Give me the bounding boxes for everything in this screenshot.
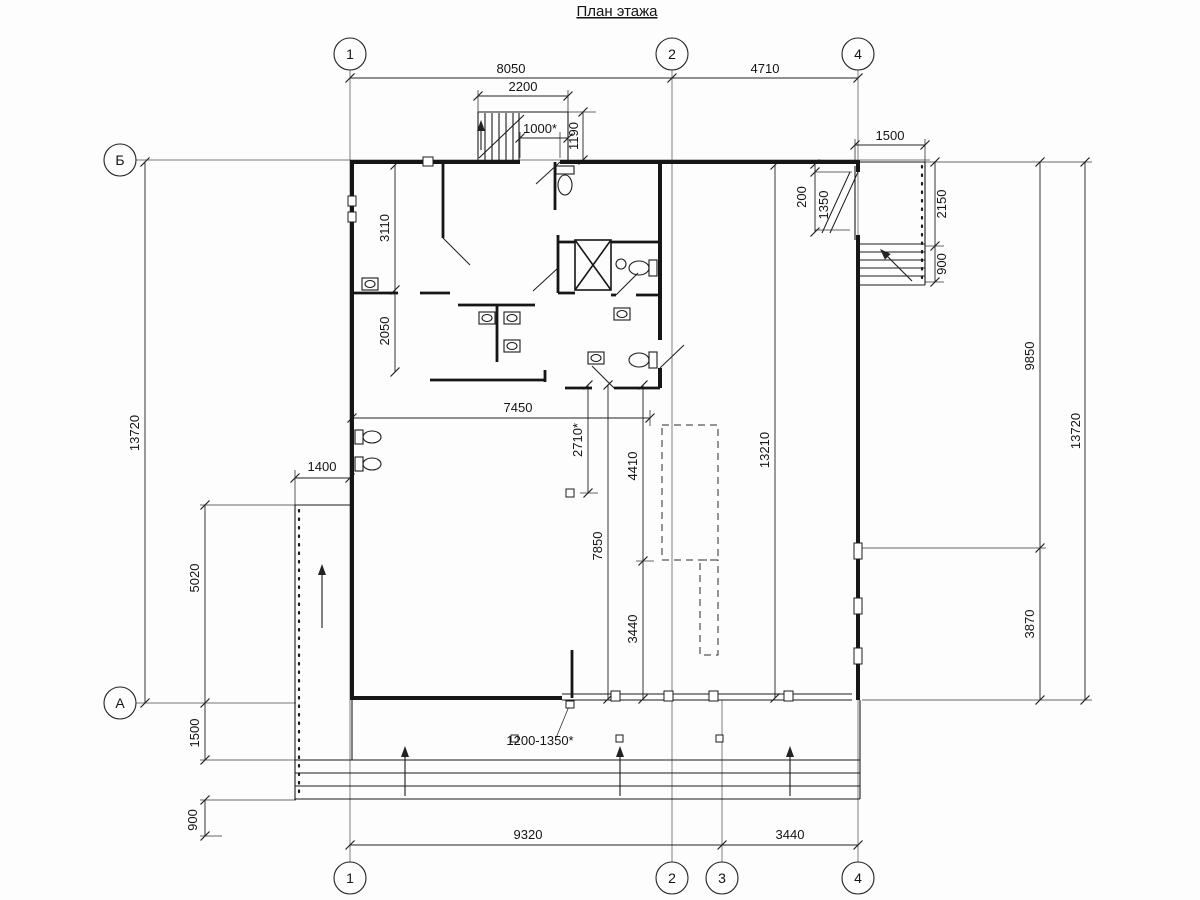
dim-13210: 13210: [757, 432, 772, 468]
dim-1500-left: 1500: [187, 719, 202, 748]
windows: [347, 156, 863, 665]
window-icon: [347, 195, 357, 207]
dim-2710: 2710*: [570, 423, 585, 457]
shaft-icon: [574, 239, 612, 291]
sink-icon: [503, 339, 521, 353]
dim-1350: 1350: [816, 191, 831, 220]
axis-marker-4-top: 4: [854, 46, 862, 62]
stair-top: [477, 111, 569, 162]
dim-900-left: 900: [185, 809, 200, 831]
drawing-title: План этажа: [576, 3, 658, 20]
dim-13720-right: 13720: [1068, 413, 1083, 449]
axis-marker-2-bottom: 2: [668, 870, 676, 886]
dim-1200-1350: 1200-1350*: [506, 733, 573, 748]
dimension-lines: [144, 77, 1086, 846]
dim-7850: 7850: [590, 532, 605, 561]
dim-4710: 4710: [751, 61, 780, 76]
porch-posts: [510, 488, 724, 743]
extension-lines: [200, 90, 1092, 837]
up-arrow-left-porch: [318, 564, 326, 575]
sink-icon: [587, 351, 605, 365]
dim-1000: 1000*: [523, 121, 557, 136]
dim-3440-mid: 3440: [625, 615, 640, 644]
dim-2200: 2200: [509, 79, 538, 94]
porch-left: [294, 504, 352, 800]
dim-1400: 1400: [308, 459, 337, 474]
axis-marker-a-left: А: [115, 695, 125, 711]
dim-2050: 2050: [377, 317, 392, 346]
axis-marker-4-bottom: 4: [854, 870, 862, 886]
sink-icon: [613, 307, 631, 321]
axis-marker-1-bottom: 1: [346, 870, 354, 886]
axis-marker-b-left: Б: [115, 152, 124, 168]
sink-icon: [503, 311, 521, 325]
dim-8050: 8050: [497, 61, 526, 76]
up-arrow-step-1: [401, 746, 409, 757]
entry-stairs: [854, 161, 926, 286]
toilet-icon: [555, 165, 575, 196]
fixtures: [354, 165, 658, 472]
window-icon: [422, 156, 434, 167]
axis-marker-2-top: 2: [668, 46, 676, 62]
up-arrow-step-3: [786, 746, 794, 757]
glazing-bottom: [562, 690, 852, 702]
basin-icon: [615, 258, 627, 270]
axis-marker-3-bottom: 3: [718, 870, 726, 886]
dim-3440-bottom: 3440: [776, 827, 805, 842]
window-icon: [853, 542, 863, 560]
dim-1500-top: 1500: [876, 128, 905, 143]
window-icon: [853, 597, 863, 615]
door-swings: [442, 161, 859, 389]
axis-marker-1-top: 1: [346, 46, 354, 62]
axis-markers: [103, 37, 875, 895]
axis-marker-labels: 1 2 4 1 2 3 4 Б А: [115, 46, 862, 886]
sink-icon: [361, 277, 379, 291]
toilet-icon: [354, 456, 382, 472]
dim-5020: 5020: [187, 564, 202, 593]
dim-200: 200: [794, 186, 809, 208]
toilet-icon: [628, 259, 658, 277]
dim-9320: 9320: [514, 827, 543, 842]
window-icon: [853, 647, 863, 665]
dim-900-right: 900: [934, 253, 949, 275]
window-icon: [347, 211, 357, 223]
porch-bottom: [295, 700, 861, 800]
partition-layer: [352, 162, 660, 698]
toilet-icon: [628, 351, 658, 369]
dashed-outline: [661, 424, 719, 656]
grid-axis-lines: [136, 70, 930, 862]
dim-1190: 1190: [566, 122, 581, 150]
wall-layer: [350, 160, 860, 700]
up-arrow-step-2: [616, 746, 624, 757]
dim-3870: 3870: [1022, 610, 1037, 639]
dimension-labels: 8050 4710 2200 1000* 1500 1400 1200-1350…: [127, 61, 1083, 842]
sink-icon: [478, 311, 496, 325]
dim-3110: 3110: [377, 214, 392, 242]
dim-9850: 9850: [1022, 342, 1037, 371]
dim-13720-left: 13720: [127, 415, 142, 451]
dim-7450: 7450: [504, 400, 533, 415]
toilet-icon: [354, 429, 382, 445]
dim-2150: 2150: [934, 190, 949, 219]
dim-4410: 4410: [625, 452, 640, 481]
